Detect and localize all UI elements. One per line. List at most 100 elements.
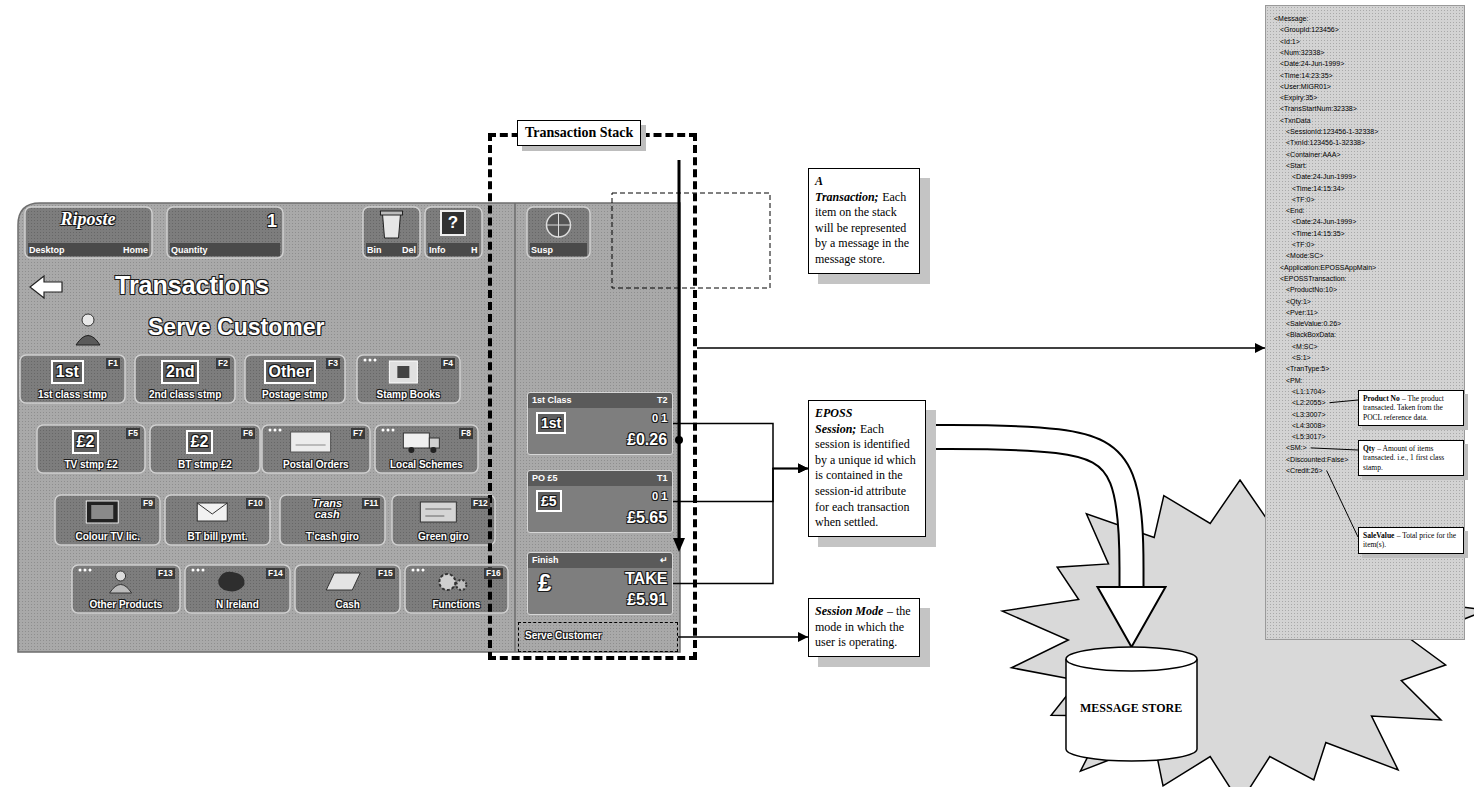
item-title: PO £5 <box>532 472 558 484</box>
field-callout: Qty– Amount of items transacted. i.e., 1… <box>1358 440 1464 476</box>
xml-line: <Date:24-Jun-1999> <box>1280 59 1344 68</box>
function-key: F12 <box>471 498 490 509</box>
button-caption: Cash <box>336 599 360 611</box>
xml-line: <Date:24-Jun-1999> <box>1292 172 1356 181</box>
button-caption: 2nd class stmp <box>149 389 221 401</box>
button-caption: Postal Orders <box>283 459 349 471</box>
connector-line <box>697 347 1265 349</box>
callout-box: A Transaction;Each item on the stack wil… <box>808 168 920 274</box>
function-key: F6 <box>241 428 255 439</box>
more-dot <box>387 429 390 432</box>
screen-button <box>392 495 495 545</box>
field-callout: SaleValue– Total price for the item(s). <box>1358 527 1464 554</box>
xml-line: <Discounted:False> <box>1286 455 1348 464</box>
item-icon: £ <box>538 569 551 597</box>
callout-lead: Session Mode <box>815 604 883 618</box>
xml-line: <PM: <box>1286 376 1303 385</box>
hollow-arrow-fill <box>926 437 1132 589</box>
mode-box: Serve Customer <box>518 622 678 652</box>
xml-line: <Container:AAA> <box>1286 150 1340 159</box>
xml-line: <TxnId:123456-1-32338> <box>1286 138 1365 147</box>
function-key: F7 <box>351 428 365 439</box>
more-dot <box>417 569 420 572</box>
xml-line: <SessionId:123456-1-32338> <box>1286 127 1378 136</box>
products-icon <box>116 571 126 581</box>
truck-icon <box>403 433 429 448</box>
xml-line: <Start: <box>1286 161 1307 170</box>
truck-icon <box>430 447 436 453</box>
more-dot <box>84 569 87 572</box>
field-name: Product No <box>1363 394 1400 403</box>
button-caption: 1st class stmp <box>38 389 107 401</box>
xml-line: <Mode:SC> <box>1286 251 1323 260</box>
xml-line: <Pver:11> <box>1286 308 1318 317</box>
button-caption: Postage stmp <box>262 389 328 401</box>
screen-button <box>527 207 590 258</box>
xml-line: <User:MIGR01> <box>1280 82 1331 91</box>
button-caption: Green giro <box>418 531 469 543</box>
function-key: F1 <box>106 358 120 369</box>
stamp-book-icon <box>397 366 409 378</box>
field-name: Qty <box>1363 444 1375 453</box>
connector-line <box>678 636 808 638</box>
xml-line: <TransStartNum:32338> <box>1280 104 1357 113</box>
gear-icon <box>439 574 455 590</box>
callout-lead: EPOSS Session; <box>815 406 856 436</box>
back-arrow-icon <box>30 276 62 298</box>
stack-direction-arrow <box>678 160 681 540</box>
stack-heading: Transaction Stack <box>517 120 641 146</box>
truck-icon <box>429 438 439 448</box>
xml-line: <SaleValue:0.26> <box>1286 319 1341 328</box>
screen-button <box>375 425 478 473</box>
function-key: F14 <box>266 568 285 579</box>
stamp-icon: 1st <box>51 360 84 384</box>
button-caption: BT stmp £2 <box>178 459 232 471</box>
xml-line: <L3:3007> <box>1292 410 1325 419</box>
more-dot <box>374 359 377 362</box>
xml-line: <M:SC> <box>1292 342 1318 351</box>
screen-button <box>357 355 460 403</box>
button-band <box>428 243 479 256</box>
leader-line <box>1311 448 1358 450</box>
stack-direction-arrowhead <box>673 538 685 552</box>
leader-line <box>1327 471 1358 538</box>
item-quantity: 0 1 <box>652 412 667 425</box>
button-caption: Local Schemes <box>390 459 463 471</box>
more-dot <box>202 569 205 572</box>
xml-line: <End: <box>1286 206 1305 215</box>
screen-button <box>262 425 370 473</box>
envelope-icon <box>197 503 227 521</box>
xml-line: <EPOSSTransaction: <box>1280 274 1346 283</box>
button-caption: TV stmp £2 <box>65 459 118 471</box>
more-dot <box>192 569 195 572</box>
screen-button <box>37 425 145 473</box>
stamp-icon: £2 <box>72 430 100 454</box>
field-name: SaleValue <box>1363 531 1394 540</box>
screen-button <box>185 565 290 613</box>
hollow-arrow-head <box>1098 587 1166 647</box>
button-caption: T'cash giro <box>306 531 359 543</box>
button-caption: Colour TV lic. <box>76 531 140 543</box>
clerk-icon <box>82 314 94 326</box>
connector <box>697 348 1265 349</box>
truck-icon <box>408 447 414 453</box>
cash-icon <box>326 573 360 590</box>
bin-icon <box>383 214 401 238</box>
tv-icon <box>91 505 113 519</box>
item-key: T2 <box>657 394 668 406</box>
gear-icon <box>456 580 466 590</box>
function-key: F3 <box>326 358 340 369</box>
mode-text: Serve Customer <box>525 630 602 642</box>
screen-button <box>135 355 235 403</box>
screen-button <box>280 495 385 545</box>
postal-order-icon <box>296 445 326 446</box>
button-caption: Functions <box>433 599 481 611</box>
stamp-icon: £2 <box>186 430 214 454</box>
screen-button <box>55 495 160 545</box>
xml-line: <L5:3017> <box>1292 432 1325 441</box>
icon-text: Trans cash <box>307 498 347 520</box>
key-caption: Bin <box>367 245 382 256</box>
xml-line: <Qty:1> <box>1286 297 1311 306</box>
connector <box>926 437 1166 647</box>
screen-panel <box>18 203 680 652</box>
